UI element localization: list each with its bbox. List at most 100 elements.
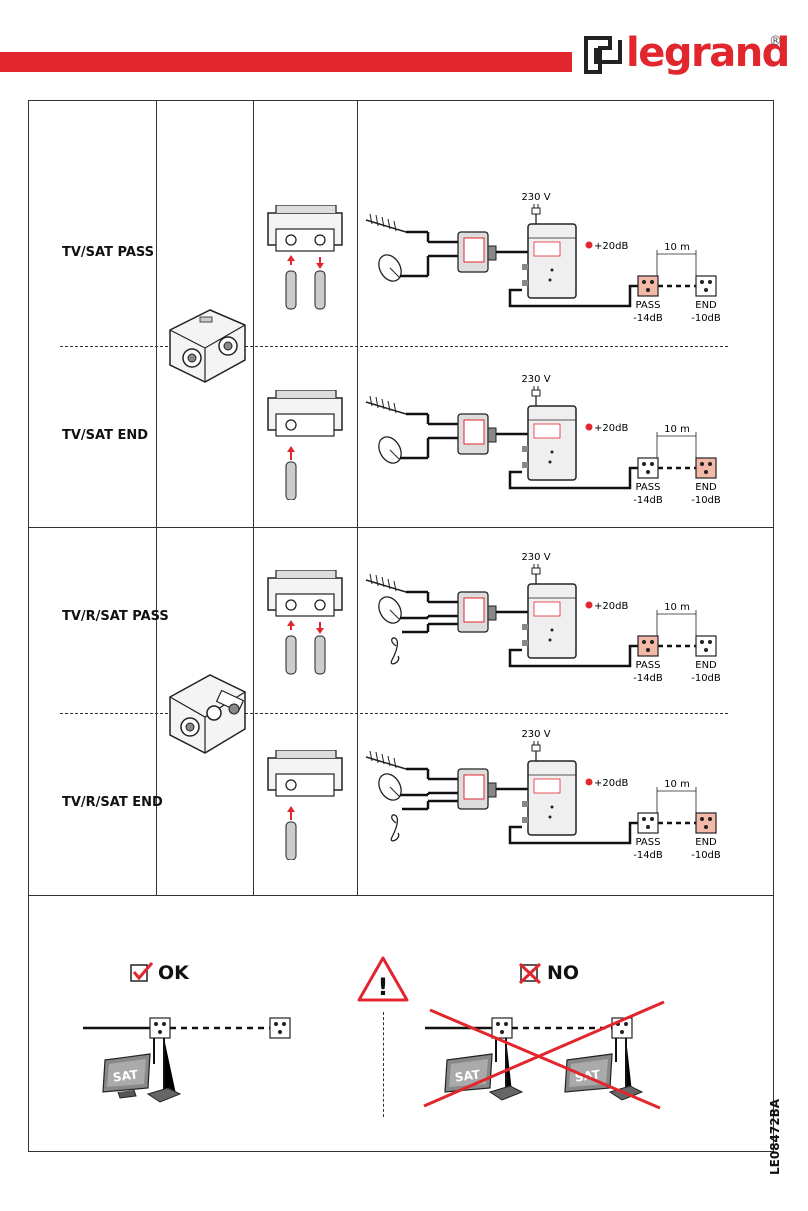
outlet-pass-icon xyxy=(637,457,659,479)
row-label-tv-sat-pass: TV/SAT PASS xyxy=(62,245,155,260)
main-frame xyxy=(28,100,774,1152)
amplifier-icon xyxy=(522,405,577,481)
multiswitch-icon xyxy=(457,591,497,633)
antenna-icon xyxy=(365,213,407,233)
tv-sat-outlet-illustration xyxy=(169,309,246,383)
power-plug-icon xyxy=(531,204,541,215)
outlet-pass-db: -14dB xyxy=(633,495,663,506)
row-label-tv-r-sat-end: TV/R/SAT END xyxy=(62,795,163,810)
voltage-label: 230 V xyxy=(521,192,550,203)
voltage-label: 230 V xyxy=(521,374,550,385)
distance-label: 10 m xyxy=(664,424,690,435)
outlet-end-db: -10dB xyxy=(691,850,721,861)
tv-screen-text: SAT xyxy=(112,1067,140,1084)
warning-mark: ! xyxy=(378,973,389,1001)
distance-label: 10 m xyxy=(664,602,690,613)
no-label: NO xyxy=(547,962,580,984)
wiring-diagram-row-1: 230 V +20dB 10 m PASS -14dB END -10dB xyxy=(365,192,721,324)
satellite-dish-icon xyxy=(378,596,402,624)
warning-icon: ! xyxy=(357,956,409,1002)
ok-no-separator xyxy=(383,1012,384,1117)
row-label-tv-sat-end: TV/SAT END xyxy=(62,428,149,443)
gain-label: +20dB xyxy=(594,241,628,252)
voltage-label: 230 V xyxy=(521,552,550,563)
legrand-logo: legrand ® xyxy=(584,30,790,80)
outlet-pass-icon xyxy=(637,812,659,834)
outlet-pass-db: -14dB xyxy=(633,673,663,684)
outlet-end-name: END xyxy=(695,660,717,671)
tv-screen-text-left: SAT xyxy=(454,1067,482,1084)
gain-indicator-icon xyxy=(585,241,593,249)
multiswitch-icon xyxy=(457,231,497,273)
outlet-pass-icon xyxy=(637,275,659,297)
power-plug-icon xyxy=(531,741,541,752)
amplifier-icon xyxy=(522,583,577,659)
antenna-icon xyxy=(365,750,407,770)
gain-label: +20dB xyxy=(594,601,628,612)
connector-insert-two-cables xyxy=(267,205,343,310)
antenna-icon xyxy=(365,573,407,593)
distance-label: 10 m xyxy=(664,779,690,790)
col-divider-1 xyxy=(156,100,157,895)
brand-wordmark: legrand xyxy=(626,30,790,76)
ok-installation-diagram: SAT xyxy=(83,1017,291,1103)
outlet-pass-db: -14dB xyxy=(633,850,663,861)
wiring-diagram-row-2: 230 V +20dB 10 m PASS -14dB END -10dB xyxy=(365,374,721,506)
gain-label: +20dB xyxy=(594,778,628,789)
multiswitch-icon xyxy=(457,413,497,455)
outlet-end-icon xyxy=(695,275,717,297)
document-reference: LE08472BA xyxy=(768,1098,782,1175)
outlet-end-icon xyxy=(695,635,717,657)
outlet-end-name: END xyxy=(695,837,717,848)
gain-indicator-icon xyxy=(585,601,593,609)
distance-label: 10 m xyxy=(664,242,690,253)
col-divider-2 xyxy=(253,100,254,895)
outlet-pass-name: PASS xyxy=(636,837,661,848)
outlet-end-name: END xyxy=(695,482,717,493)
gain-indicator-icon xyxy=(585,423,593,431)
outlet-end-name: END xyxy=(695,300,717,311)
legrand-mark-icon xyxy=(584,36,622,74)
connector-insert-one-cable-r xyxy=(267,750,343,860)
outlet-end-db: -10dB xyxy=(691,495,721,506)
bottom-divider xyxy=(28,895,774,896)
amplifier-icon xyxy=(522,223,577,299)
row-dash-2 xyxy=(60,713,728,714)
registered-mark: ® xyxy=(769,34,782,49)
antenna-icon xyxy=(365,395,407,415)
outlet-end-db: -10dB xyxy=(691,673,721,684)
row-dash-1 xyxy=(60,346,728,347)
gain-label: +20dB xyxy=(594,423,628,434)
satellite-dish-icon xyxy=(378,436,402,464)
outlet-pass-name: PASS xyxy=(636,660,661,671)
gain-indicator-icon xyxy=(585,778,593,786)
outlet-end-icon xyxy=(695,457,717,479)
radio-antenna-icon xyxy=(390,637,400,665)
check-icon xyxy=(130,962,154,982)
outlet-pass-name: PASS xyxy=(636,482,661,493)
connector-insert-two-cables-r xyxy=(267,570,343,675)
col-divider-3 xyxy=(357,100,358,895)
no-installation-diagram: SAT SAT xyxy=(423,1000,665,1110)
row-label-tv-r-sat-pass: TV/R/SAT PASS xyxy=(62,609,169,624)
satellite-dish-icon xyxy=(378,773,402,801)
tv-r-sat-outlet-illustration xyxy=(169,674,246,754)
voltage-label: 230 V xyxy=(521,729,550,740)
multiswitch-icon xyxy=(457,768,497,810)
connector-insert-one-cable xyxy=(267,390,343,500)
wiring-diagram-row-4: 230 V +20dB 10 m PASS -14dB END -10dB xyxy=(365,729,721,861)
outlet-pass-name: PASS xyxy=(636,300,661,311)
ok-label: OK xyxy=(158,962,189,984)
satellite-dish-icon xyxy=(378,254,402,282)
outlet-end-db: -10dB xyxy=(691,313,721,324)
wiring-diagram-row-3: 230 V +20dB 10 m PASS -14dB END -10dB xyxy=(365,552,721,684)
section-divider xyxy=(28,527,774,528)
power-plug-icon xyxy=(531,564,541,575)
radio-antenna-icon xyxy=(390,814,400,842)
outlet-pass-db: -14dB xyxy=(633,313,663,324)
amplifier-icon xyxy=(522,760,577,836)
brand-bar xyxy=(0,52,572,72)
cross-icon xyxy=(519,962,542,984)
power-plug-icon xyxy=(531,386,541,397)
outlet-pass-icon xyxy=(637,635,659,657)
